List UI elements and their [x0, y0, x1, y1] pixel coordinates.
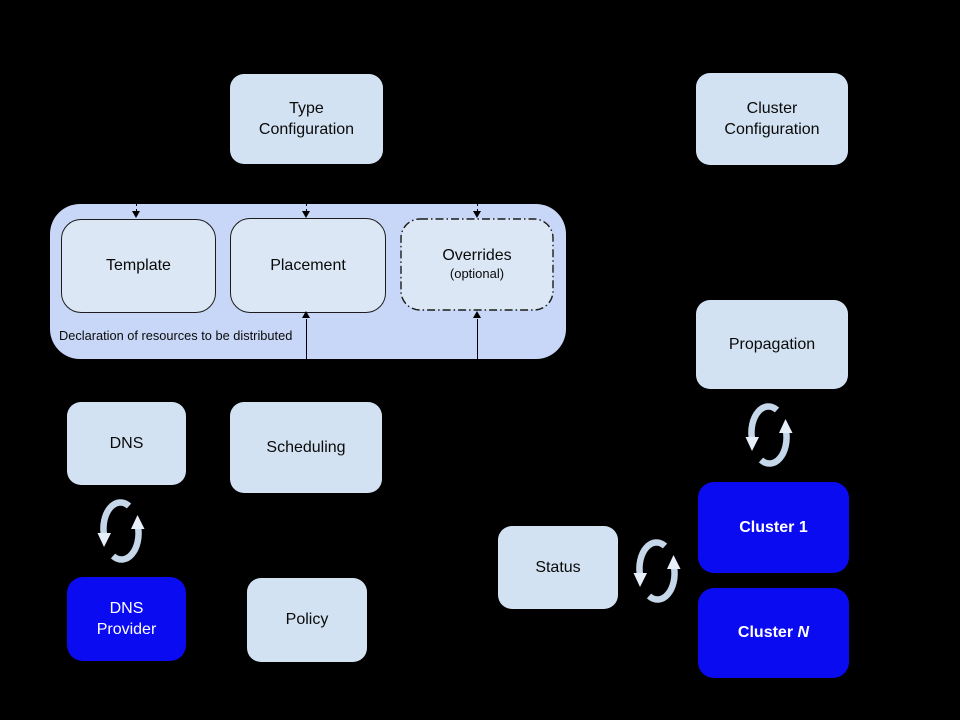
- node-label: Propagation: [728, 335, 816, 353]
- node-cluster-n: Cluster N: [698, 588, 849, 678]
- node-overrides: Overrides (optional): [400, 218, 554, 311]
- node-dns-provider: DNS Provider: [67, 577, 186, 661]
- dash-dot-border: [400, 218, 554, 311]
- node-dns: DNS: [67, 402, 186, 485]
- arrowhead-down-icon: [132, 211, 140, 218]
- connector-typeconfig-to-template: [136, 203, 137, 212]
- arrowhead-up-icon: [302, 311, 310, 318]
- node-status: Status: [498, 526, 618, 609]
- node-label: Type Configuration: [258, 99, 355, 138]
- node-label: Placement: [270, 256, 346, 274]
- node-label: DNS: [109, 434, 144, 452]
- node-label: Scheduling: [266, 438, 346, 456]
- node-type-configuration: Type Configuration: [230, 74, 383, 164]
- node-placement: Placement: [230, 218, 386, 313]
- connector-typeconfig-to-overrides: [477, 203, 478, 212]
- node-policy: Policy: [247, 578, 367, 662]
- sync-icon-dns-provider: [97, 499, 145, 563]
- node-sublabel: (optional): [449, 266, 505, 282]
- node-propagation: Propagation: [696, 300, 848, 389]
- node-label: Policy: [285, 611, 329, 629]
- node-cluster-1: Cluster 1: [698, 482, 849, 573]
- node-label: DNS Provider: [96, 599, 157, 638]
- arrowhead-down-icon: [473, 211, 481, 218]
- node-scheduling: Scheduling: [230, 402, 382, 493]
- sync-icon-propagation-cluster: [745, 403, 793, 467]
- connector-policy-to-overrides: [477, 319, 478, 359]
- container-caption: Declaration of resources to be distribut…: [59, 328, 293, 343]
- node-label: Cluster Configuration: [724, 99, 820, 138]
- node-label-group: Overrides (optional): [442, 226, 511, 302]
- connector-typeconfig-to-placement: [306, 203, 307, 212]
- node-cluster-configuration: Cluster Configuration: [696, 73, 848, 165]
- node-label: Overrides: [442, 247, 512, 265]
- arrowhead-up-icon: [473, 311, 481, 318]
- arrowhead-down-icon: [302, 211, 310, 218]
- node-template: Template: [61, 219, 216, 313]
- node-label: Template: [106, 257, 171, 275]
- node-label: Cluster 1: [739, 518, 808, 536]
- node-label: Cluster N: [737, 624, 810, 642]
- sync-icon-status-cluster: [633, 539, 681, 603]
- connector-scheduling-to-placement: [306, 319, 307, 359]
- node-label: Status: [535, 558, 581, 576]
